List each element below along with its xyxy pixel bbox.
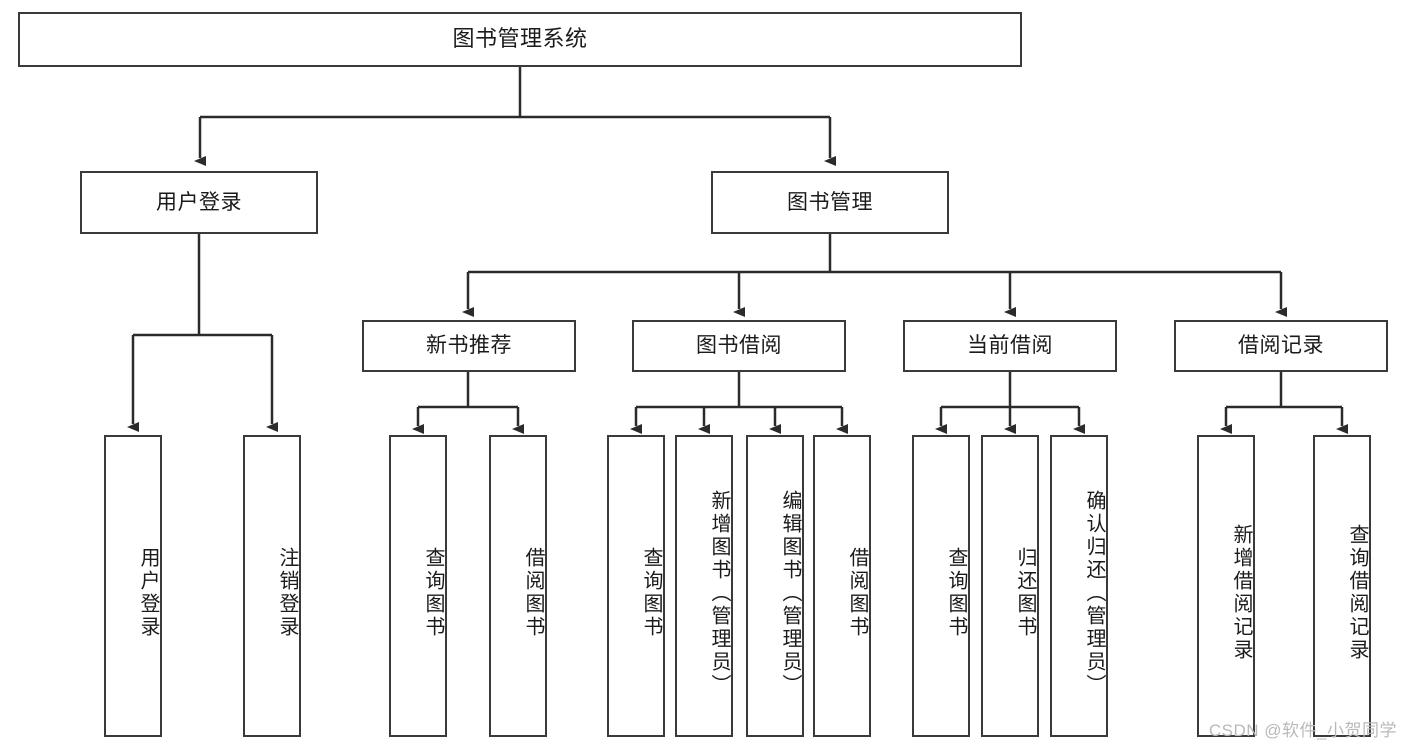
node-label: 图书借阅 xyxy=(696,334,782,358)
leaf-borrow-record-0[interactable]: 新增借阅记录 xyxy=(1197,435,1255,737)
node-label: 借阅图书 xyxy=(846,547,868,639)
node-label: 借阅记录 xyxy=(1238,334,1324,358)
leaf-book-borrow-2[interactable]: 编辑图书（管理员） xyxy=(746,435,804,737)
node-label: 新书推荐 xyxy=(426,334,512,358)
node-new-book-recommend[interactable]: 新书推荐 xyxy=(362,320,576,372)
node-root-system[interactable]: 图书管理系统 xyxy=(18,12,1022,67)
watermark-text: CSDN @软件_小贺同学 xyxy=(1208,721,1397,740)
node-label: 当前借阅 xyxy=(967,334,1053,358)
leaf-current-borrow-2[interactable]: 确认归还（管理员） xyxy=(1050,435,1108,737)
node-label: 新增图书（管理员） xyxy=(708,489,730,697)
node-label: 查询借阅记录 xyxy=(1346,524,1368,662)
leaf-user-login-1[interactable]: 注销登录 xyxy=(243,435,301,737)
leaf-new-book-recommend-0[interactable]: 查询图书 xyxy=(389,435,447,737)
node-user-login[interactable]: 用户登录 xyxy=(80,171,318,234)
leaf-book-borrow-1[interactable]: 新增图书（管理员） xyxy=(675,435,733,737)
leaf-current-borrow-1[interactable]: 归还图书 xyxy=(981,435,1039,737)
node-label: 图书管理系统 xyxy=(452,26,588,52)
node-label: 用户登录 xyxy=(137,547,159,639)
leaf-book-borrow-0[interactable]: 查询图书 xyxy=(607,435,665,737)
node-borrow-record[interactable]: 借阅记录 xyxy=(1174,320,1388,372)
leaf-book-borrow-3[interactable]: 借阅图书 xyxy=(813,435,871,737)
node-label: 编辑图书（管理员） xyxy=(779,489,801,697)
node-book-borrow[interactable]: 图书借阅 xyxy=(632,320,846,372)
node-label: 确认归还（管理员） xyxy=(1083,489,1105,697)
leaf-current-borrow-0[interactable]: 查询图书 xyxy=(912,435,970,737)
node-label: 查询图书 xyxy=(640,547,662,639)
node-label: 图书管理 xyxy=(787,190,873,214)
leaf-new-book-recommend-1[interactable]: 借阅图书 xyxy=(489,435,547,737)
node-label: 注销登录 xyxy=(276,547,298,639)
node-book-management[interactable]: 图书管理 xyxy=(711,171,949,234)
node-label: 新增借阅记录 xyxy=(1230,524,1252,662)
node-label: 归还图书 xyxy=(1014,547,1036,639)
leaf-borrow-record-1[interactable]: 查询借阅记录 xyxy=(1313,435,1371,737)
node-label: 查询图书 xyxy=(945,547,967,639)
node-label: 借阅图书 xyxy=(522,547,544,639)
node-label: 查询图书 xyxy=(422,547,444,639)
leaf-user-login-0[interactable]: 用户登录 xyxy=(104,435,162,737)
node-label: 用户登录 xyxy=(156,190,242,214)
node-current-borrow[interactable]: 当前借阅 xyxy=(903,320,1117,372)
